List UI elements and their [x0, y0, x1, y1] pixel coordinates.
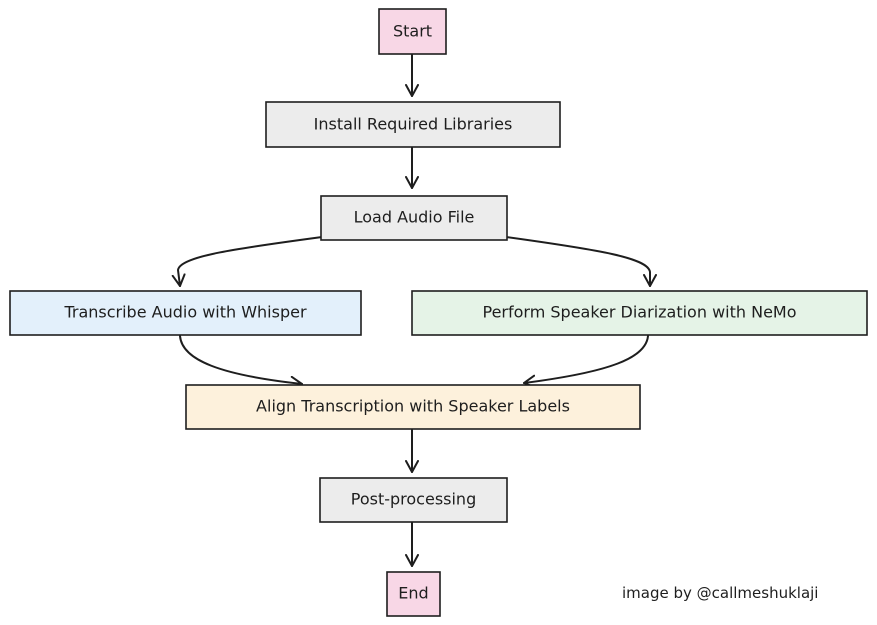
node-post: Post-processing [319, 477, 508, 523]
node-transcribe-label: Transcribe Audio with Whisper [63, 303, 307, 322]
node-end-box [386, 571, 441, 617]
image-credit: image by @callmeshuklaji [622, 584, 819, 602]
node-install-box [265, 101, 561, 148]
node-install: Install Required Libraries [265, 101, 561, 148]
node-transcribe-box [9, 290, 362, 336]
node-transcribe: Transcribe Audio with Whisper [9, 290, 362, 336]
node-align: Align Transcription with Speaker Labels [185, 384, 641, 430]
edges [171, 54, 657, 567]
edge-transcribe-to-align [179, 335, 303, 390]
node-align-box [185, 384, 641, 430]
node-start-box [378, 8, 447, 55]
node-align-label: Align Transcription with Speaker Labels [256, 397, 570, 416]
edge-diarize-to-align [523, 335, 649, 389]
edge-load-to-transcribe [171, 236, 323, 287]
node-diarize: Perform Speaker Diarization with NeMo [411, 290, 868, 336]
edge-load-to-diarize [505, 236, 657, 287]
node-post-label: Post-processing [351, 490, 476, 509]
node-end: End [386, 571, 441, 617]
node-end-label: End [398, 584, 428, 603]
node-load-label: Load Audio File [354, 208, 475, 227]
node-post-box [319, 477, 508, 523]
node-diarize-box [411, 290, 868, 336]
node-load: Load Audio File [320, 195, 508, 241]
node-start: Start [378, 8, 447, 55]
node-start-label: Start [393, 22, 432, 41]
node-diarize-label: Perform Speaker Diarization with NeMo [482, 303, 796, 322]
node-load-box [320, 195, 508, 241]
node-install-label: Install Required Libraries [314, 115, 513, 134]
